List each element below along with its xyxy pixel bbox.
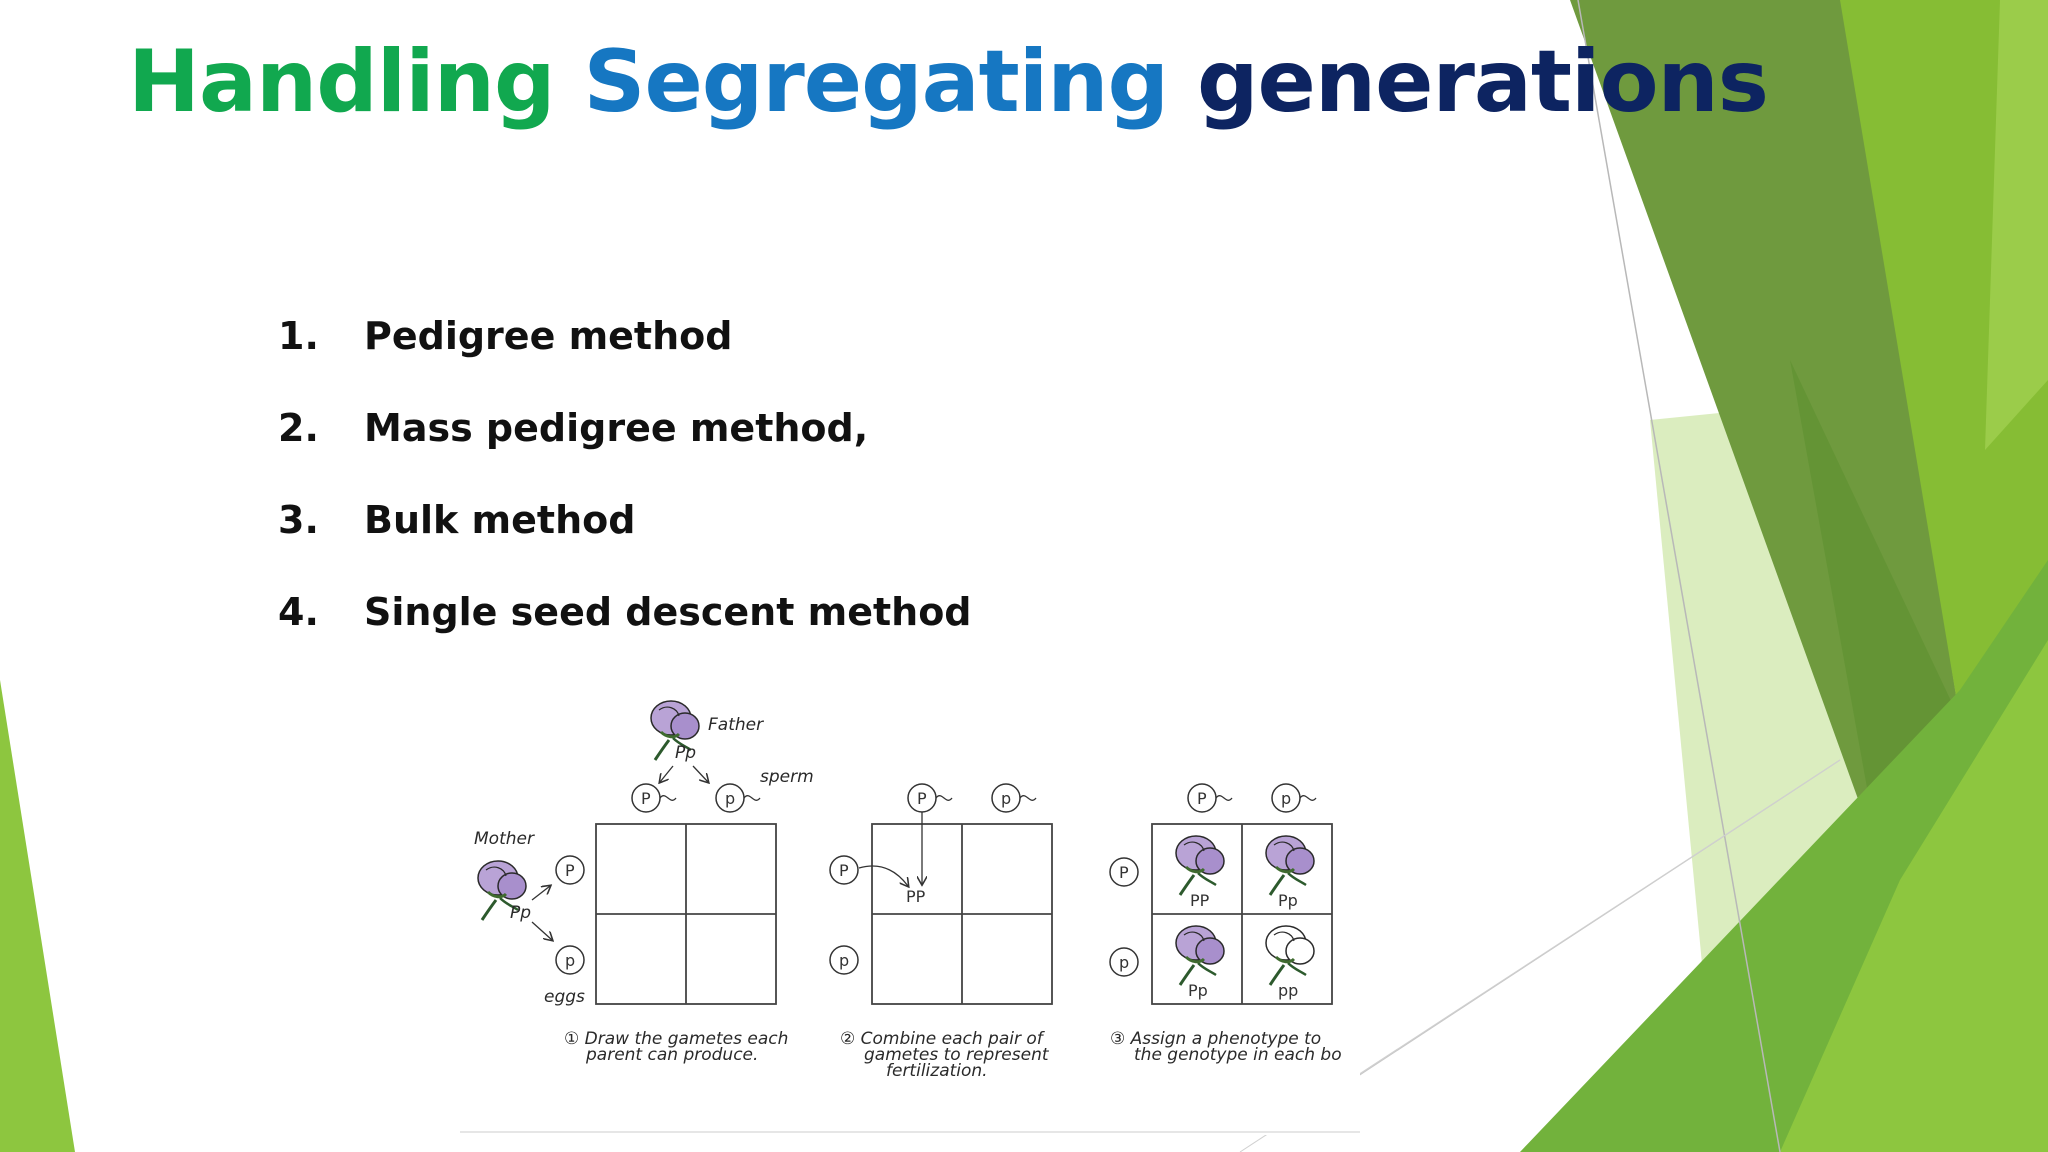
- list-item: 2. Mass pedigree method,: [278, 382, 972, 474]
- sperm-gamete-2-label: p: [725, 789, 735, 808]
- step-2-caption-line-1: ② Combine each pair of: [840, 1029, 1046, 1049]
- punnett-square-figure: Father Pp sperm P p Mother Pp P p eggs ①…: [460, 690, 1360, 1135]
- list-item: 3. Bulk method: [278, 474, 972, 566]
- list-label: Mass pedigree method,: [364, 406, 869, 450]
- mother-genotype: Pp: [510, 903, 531, 923]
- egg-gamete-2: [555, 945, 585, 975]
- title-word-1: Handling: [128, 32, 556, 132]
- cell-genotype-pp-hetero-1: Pp: [1278, 891, 1298, 910]
- left-green-shape: [0, 680, 75, 1152]
- list-label: Single seed descent method: [364, 590, 972, 634]
- egg-gamete-4: [829, 945, 859, 975]
- list-number: 4.: [278, 590, 319, 634]
- egg-gamete-2-label: p: [565, 951, 575, 970]
- sperm-gamete-3-label: P: [917, 789, 927, 808]
- sperm-gamete-6-label: p: [1281, 789, 1291, 808]
- list-item: 4. Single seed descent method: [278, 566, 972, 658]
- list-label: Bulk method: [364, 498, 636, 542]
- panel-assign-phenotype: P p P p PP Pp Pp pp ③ Assign a phenotype…: [1109, 783, 1342, 1065]
- list-item: 1. Pedigree method: [278, 290, 972, 382]
- title-word-2: Segregating: [583, 32, 1170, 132]
- panel-combine-gametes: P p P p PP ② Combine each pair of gamete…: [829, 783, 1053, 1081]
- methods-list: 1. Pedigree method 2. Mass pedigree method…: [278, 290, 972, 658]
- eggs-label: eggs: [544, 987, 585, 1007]
- step-2-caption-line-3: fertilization.: [886, 1061, 988, 1081]
- right-green-shape: [1985, 0, 2048, 450]
- list-number: 3.: [278, 498, 319, 542]
- bottom-right-bright-shape: [1780, 640, 2048, 1152]
- step-3-caption-line-1: ③ Assign a phenotype to: [1110, 1029, 1321, 1049]
- thin-line-2: [1351, 759, 1841, 1081]
- egg-gamete-3: [829, 855, 859, 885]
- egg-gamete-5: [1109, 857, 1139, 887]
- father-label: Father: [708, 715, 764, 735]
- sperm-gamete-1-label: P: [641, 789, 651, 808]
- sperm-gamete-4-label: p: [1001, 789, 1011, 808]
- cell-genotype-pp-dominant: PP: [1190, 891, 1210, 910]
- title-word-3: generations: [1197, 32, 1769, 132]
- right-light-green-shape: [1650, 380, 2048, 1152]
- step-2-caption-line-2: gametes to represent: [864, 1045, 1050, 1065]
- cell-genotype-pp-recessive: pp: [1278, 981, 1298, 1000]
- step-3-caption-line-2: the genotype in each bo: [1134, 1045, 1342, 1065]
- combined-cell-label: PP: [906, 887, 926, 906]
- egg-gamete-1-label: P: [565, 861, 575, 880]
- sperm-gamete-5-label: P: [1197, 789, 1207, 808]
- slide-title: Handling Segregating generations: [128, 22, 1769, 142]
- egg-gamete-4-label: p: [839, 951, 849, 970]
- egg-gamete-3-label: P: [839, 861, 849, 880]
- list-number: 1.: [278, 314, 319, 358]
- egg-gamete-5-label: P: [1119, 863, 1129, 882]
- mother-label: Mother: [474, 829, 535, 849]
- thin-line-1: [1577, 0, 1781, 1152]
- egg-gamete-6-label: p: [1119, 953, 1129, 972]
- step-1-caption-line-2: parent can produce.: [585, 1045, 758, 1065]
- step-1-caption-line-1: ① Draw the gametes each: [564, 1029, 788, 1049]
- father-genotype: Pp: [675, 743, 696, 763]
- cell-genotype-pp-hetero-2: Pp: [1188, 981, 1208, 1000]
- sperm-label: sperm: [760, 767, 814, 787]
- egg-gamete-6: [1109, 947, 1139, 977]
- panel-draw-gametes: Father Pp sperm P p Mother Pp P p eggs ①…: [474, 699, 814, 1065]
- right-mid-green-shape: [1840, 0, 2048, 720]
- right-shadow-shape: [1790, 360, 1960, 860]
- list-number: 2.: [278, 406, 319, 450]
- bottom-right-green-shape: [1520, 560, 2048, 1152]
- list-label: Pedigree method: [364, 314, 733, 358]
- egg-gamete-1: [555, 855, 585, 885]
